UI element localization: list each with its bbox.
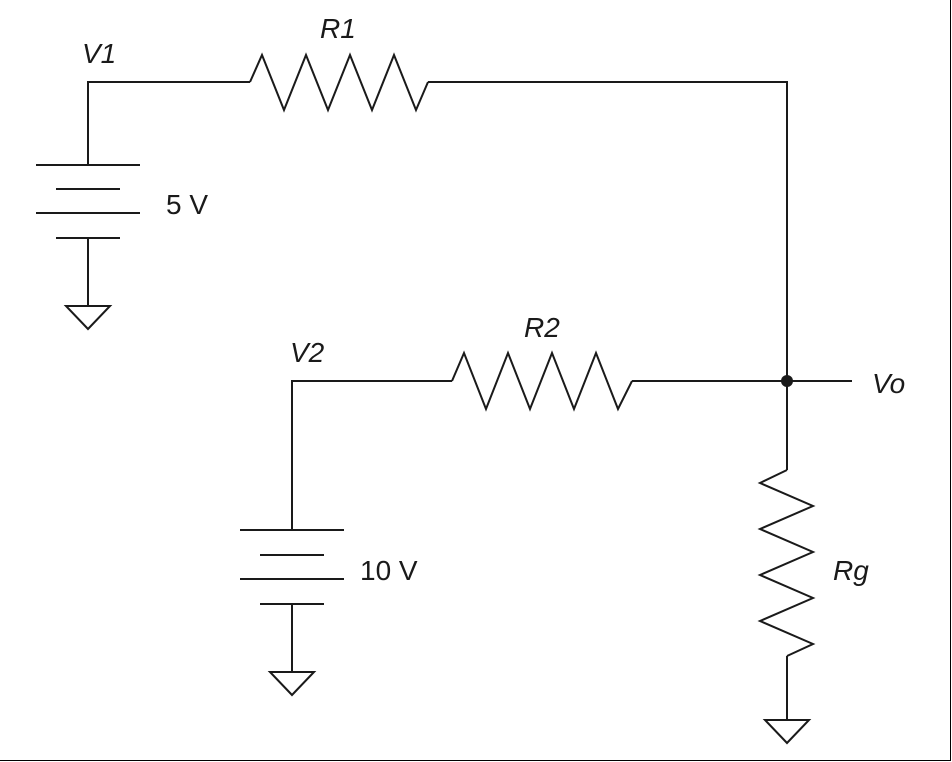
- node-label-v2: V2: [290, 337, 325, 368]
- ground-symbol-3: [762, 719, 812, 745]
- source-label-5v: 5 V: [166, 189, 208, 220]
- resistor-r1: [249, 52, 429, 113]
- resistor-label-r2: R2: [524, 312, 560, 343]
- v1-wire: [87, 81, 250, 165]
- resistor-label-rg: Rg: [833, 555, 869, 586]
- node-label-v1: V1: [82, 38, 116, 69]
- v2-wire: [291, 380, 452, 530]
- ground-symbol-2: [267, 671, 317, 697]
- ground-symbol-1: [63, 305, 113, 331]
- node-label-vo: Vo: [872, 368, 905, 399]
- resistor-rg: [757, 469, 816, 657]
- resistor-label-r1: R1: [320, 13, 356, 44]
- resistor-r2: [451, 350, 633, 412]
- source-label-10v: 10 V: [360, 555, 418, 586]
- r1-to-junction-wire: [428, 81, 788, 381]
